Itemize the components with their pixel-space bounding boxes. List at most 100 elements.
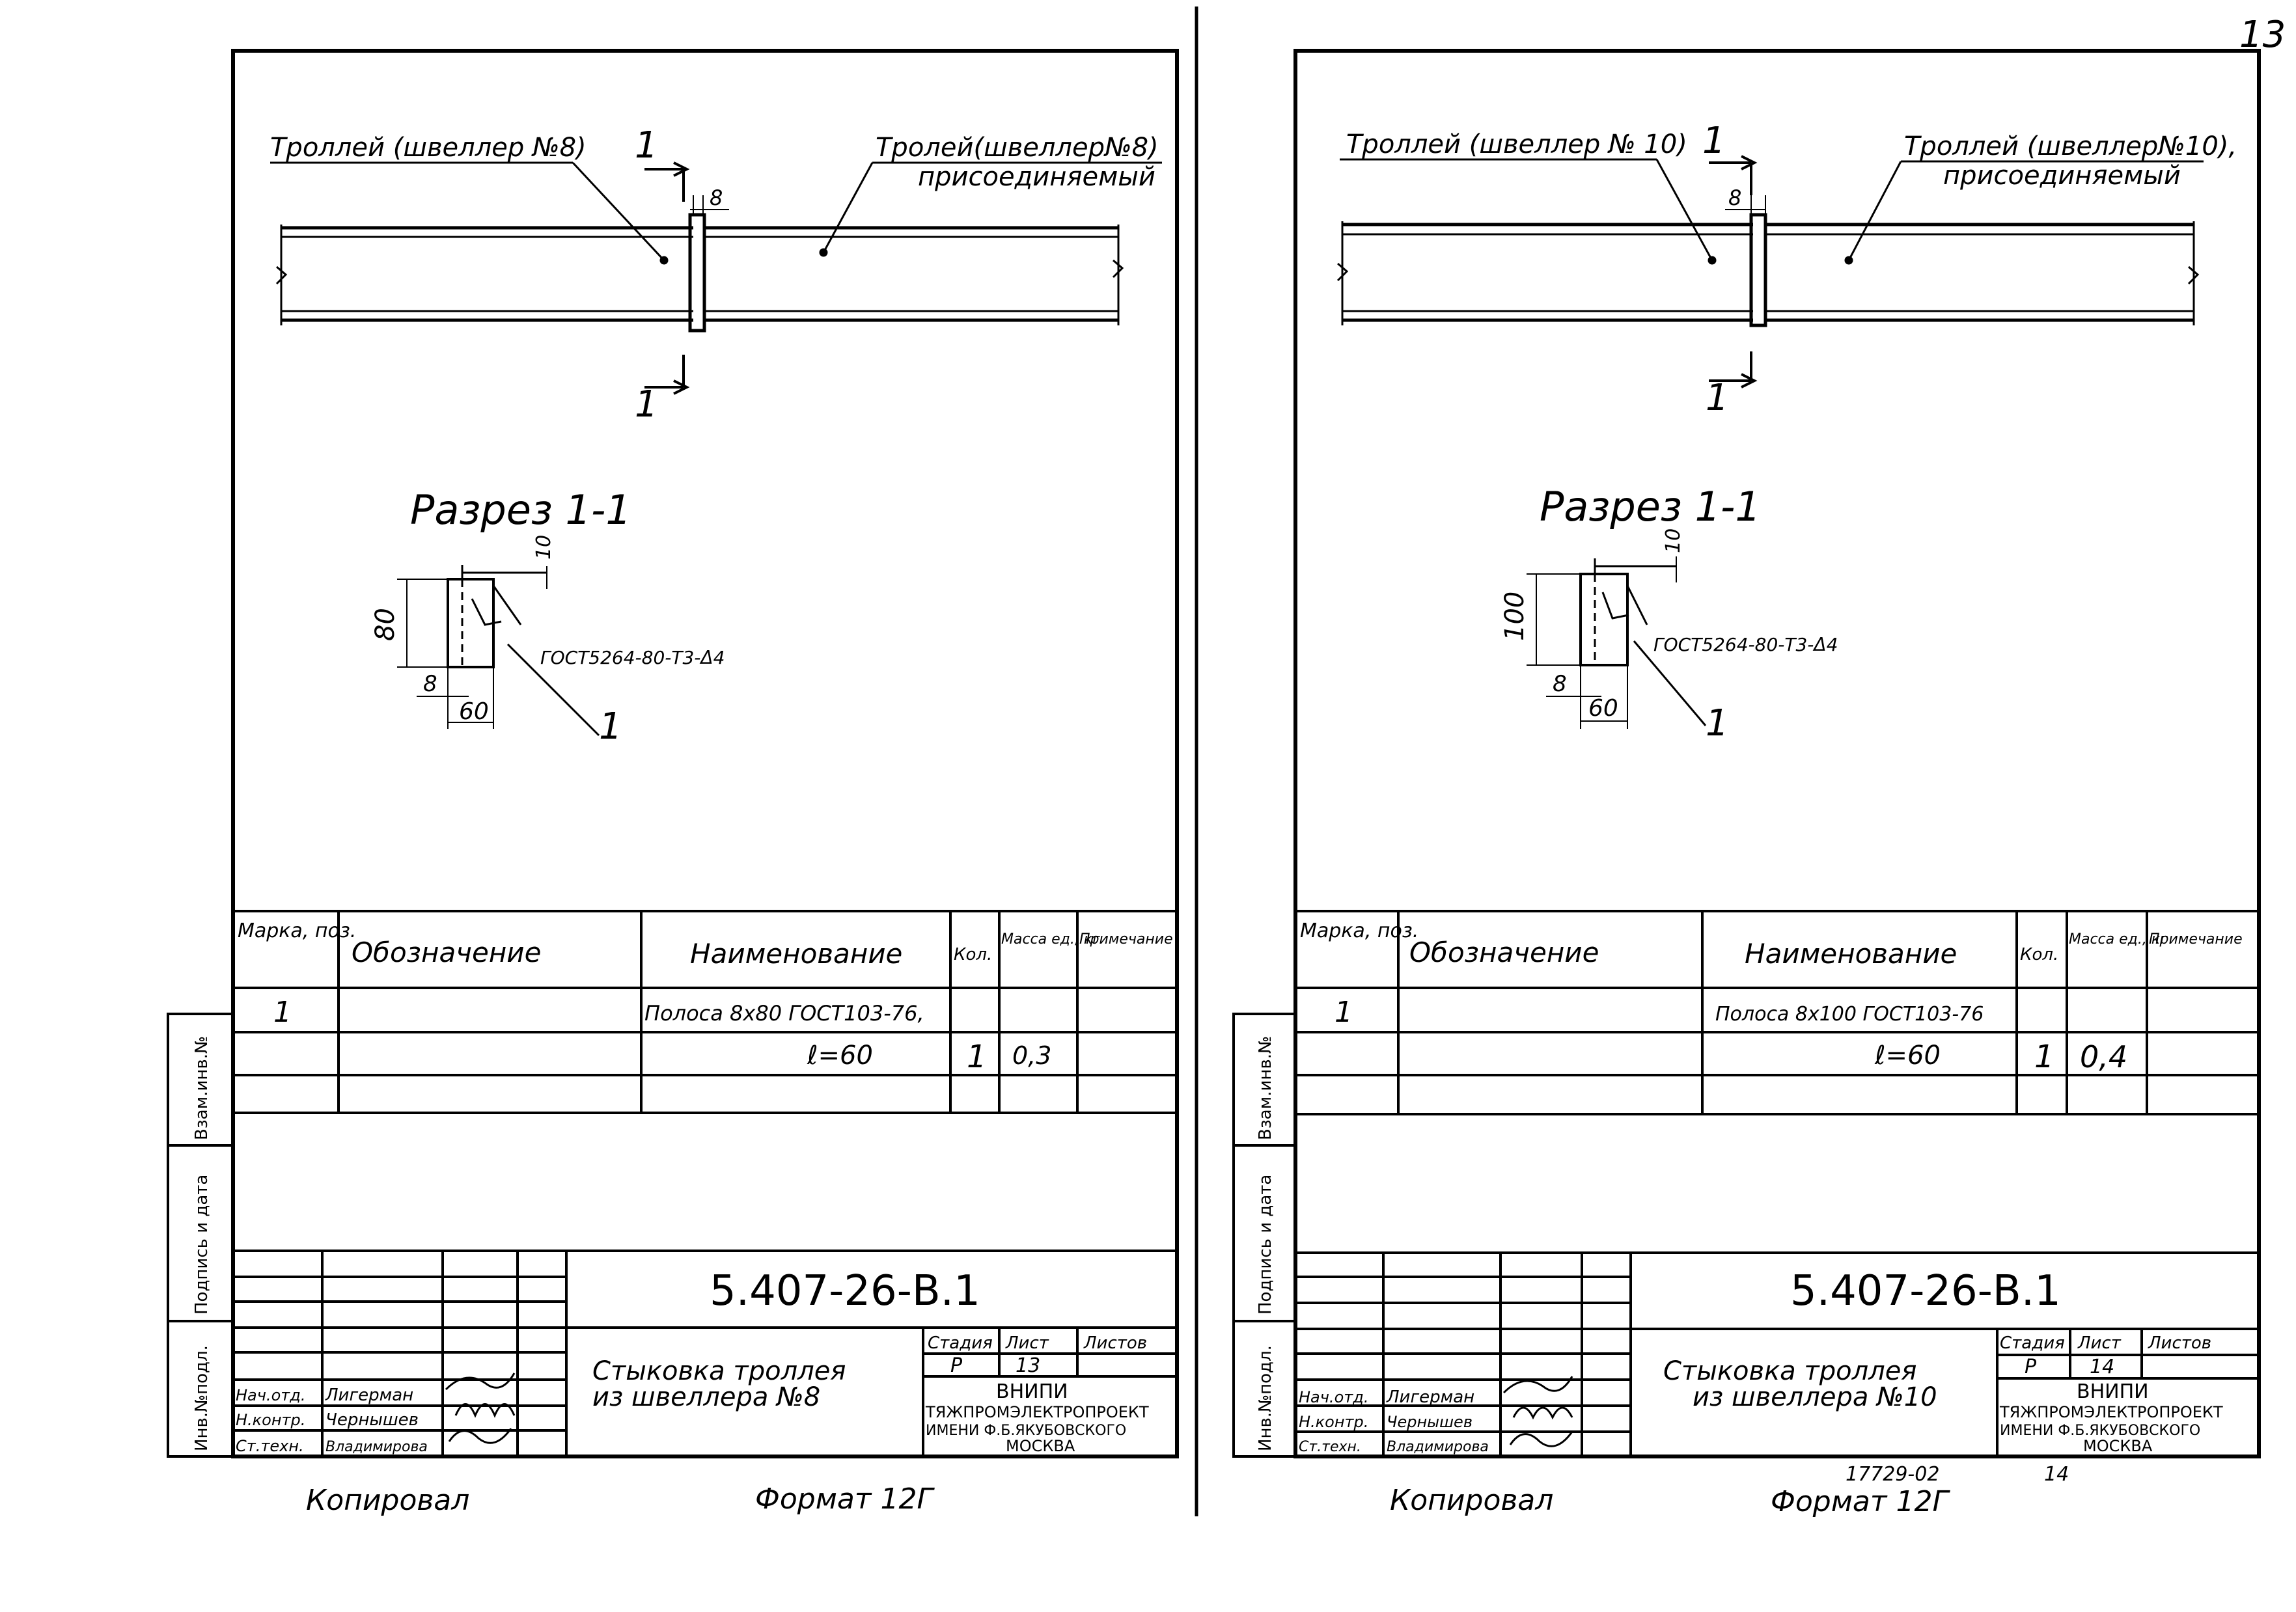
drawing-title-2: из швеллера №8 [592,1382,820,1412]
copied-label: Копировал [306,1484,469,1517]
th-designation: Обозначение [1409,936,1599,968]
side-podpis: Подпись и дата [192,1175,212,1315]
side-inv-podl: Инв.№подл. [1256,1345,1275,1451]
th-mass: Масса ед., кг [2069,931,2168,948]
sheet-right [1232,49,2261,1458]
section-mark-top: 1 [1702,120,1726,162]
sheet-label: Лист [1005,1333,1049,1353]
side-inv-podl: Инв.№подл. [192,1345,212,1451]
format-label: Формат 12Г [755,1482,935,1516]
section-mark-top: 1 [635,124,658,167]
th-qty: Кол. [2020,945,2058,964]
row-name-2: ℓ=60 [807,1041,873,1071]
th-note: Примечание [2149,931,2243,948]
sheet-frame [231,49,1179,1458]
signer-role-3: Ст.техн. [1299,1439,1361,1455]
sheet-right-text: Троллей (швеллер № 10) Троллей (швеллер№… [1299,120,2243,1518]
signer-name-2: Чернышев [1387,1413,1473,1431]
row-qty: 1 [2034,1039,2054,1075]
side-podpis: Подпись и дата [1256,1175,1275,1315]
org-3: ИМЕНИ Ф.Б.ЯКУБОВСКОГО [926,1423,1126,1439]
channel-elevation [270,161,1162,395]
org-1: ВНИПИ [2077,1380,2149,1403]
side-labels-left: Инв.№подл. Подпись и дата Взам.инв.№ [192,1036,212,1451]
sheet-left-text: Троллей (швеллер №8) Тролей(швеллер№8) п… [236,124,1173,1517]
signer-role-1: Нач.отд. [1299,1388,1368,1406]
title-block [1295,1251,2259,1456]
callout-right-2: присоединяемый [918,162,1155,192]
spec-table [1295,910,2259,1115]
th-name: Наименование [1745,938,1957,970]
footer-number: 17729-02 [1846,1463,1939,1486]
org-4: МОСКВА [2083,1437,2153,1455]
org-4: МОСКВА [1006,1437,1075,1455]
sec-dim-bottom: 60 [459,698,489,725]
drawing-title-1: Стыковка троллея [1663,1356,1916,1386]
gap-dim: 8 [710,185,723,210]
row-name-2: ℓ=60 [1874,1041,1941,1071]
sheets-label: Листов [1083,1333,1147,1353]
th-mark: Марка, поз. [238,920,356,942]
section-1-1-drawing [1527,556,1707,729]
th-designation: Обозначение [352,936,541,968]
spec-table [233,910,1177,1114]
stage-label: Стадия [928,1333,993,1353]
callout-left: Троллей (швеллер №8) [270,133,587,163]
signer-role-3: Ст.техн. [236,1437,304,1455]
channel-elevation [1336,155,2204,389]
sec-dim-left: 8 [423,671,437,697]
drawing-title-2: из швеллера №10 [1693,1382,1937,1412]
callout-left: Троллей (швеллер № 10) [1346,130,1687,159]
sheet-no: 13 [1016,1354,1040,1377]
sec-weld: ГОСТ5264-80-Т3-Δ4 [540,647,725,668]
sec-pos: 1 [1706,702,1729,745]
side-labels-right: Инв.№подл. Подпись и дата Взам.инв.№ [1256,1036,1275,1451]
th-qty: Кол. [954,945,992,964]
signer-name-1: Лигерман [325,1386,413,1405]
title-block [233,1250,1177,1456]
sheet-label: Лист [2077,1333,2122,1353]
signer-name-1: Лигерман [1386,1387,1474,1407]
footer-sheet: 14 [2044,1463,2069,1486]
row-mark: 1 [1335,996,1353,1029]
org-2: ТЯЖПРОМЭЛЕКТРОПРОЕКТ [1999,1403,2223,1421]
th-note: Примечание [1079,931,1173,948]
row-mark: 1 [273,996,292,1029]
section-mark-bottom: 1 [1706,377,1729,419]
row-mass: 0,4 [2080,1039,2127,1074]
sheet-no: 14 [2090,1356,2114,1378]
doc-code: 5.407-26-В.1 [710,1267,980,1315]
doc-code: 5.407-26-В.1 [1790,1267,2061,1315]
sheet-left [167,49,1179,1458]
sec-pos: 1 [599,705,622,748]
row-name-1: Полоса 8x100 ГОСТ103-76 [1715,1003,1984,1026]
callout-right-2: присоединяемый [1943,161,2181,191]
sheet-frame [1293,49,2261,1458]
side-strip [167,1013,234,1458]
section-1-1-drawing [397,565,600,737]
sec-dim-height: 100 [1500,592,1530,641]
th-name: Наименование [690,938,902,970]
signer-name-3: Владимирова [1387,1439,1489,1455]
sec-weld: ГОСТ5264-80-Т3-Δ4 [1653,634,1838,655]
th-mark: Марка, поз. [1300,920,1418,942]
side-vzam: Взам.инв.№ [1256,1036,1275,1140]
format-label: Формат 12Г [1771,1485,1950,1518]
signer-role-1: Нач.отд. [236,1386,305,1404]
row-name-1: Полоса 8x80 ГОСТ103-76, [644,1001,924,1026]
stage: Р [2025,1356,2037,1378]
section-title: Разрез 1-1 [410,486,631,534]
copied-label: Копировал [1390,1484,1553,1517]
org-1: ВНИПИ [996,1380,1068,1403]
signer-name-3: Владимирова [325,1439,428,1455]
stage: Р [950,1354,963,1377]
callout-right-1: Троллей (швеллер№10), [1904,131,2237,161]
sec-dim-bottom: 60 [1588,695,1618,722]
sec-dim-top: 10 [1662,528,1685,553]
stage-label: Стадия [2000,1333,2065,1353]
sheets-label: Листов [2148,1333,2211,1353]
signer-role-2: Н.контр. [1299,1413,1368,1431]
section-mark-bottom: 1 [635,383,658,426]
sec-dim-left: 8 [1553,671,1567,697]
